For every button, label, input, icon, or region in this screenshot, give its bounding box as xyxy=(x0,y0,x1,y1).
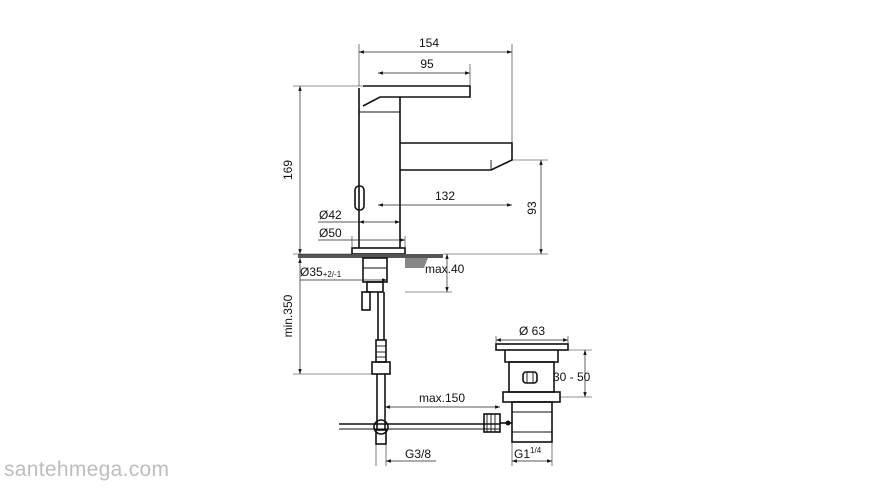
dim-spout-reach: 132 xyxy=(435,189,455,203)
dim-lever-length: 95 xyxy=(420,57,434,71)
waste-valve-drawing xyxy=(483,343,569,443)
dim-connection-thread: G3/8 xyxy=(405,447,431,461)
dim-base-diameter: Ø50 xyxy=(319,226,342,240)
dim-waste-thread: G11/4 xyxy=(514,446,542,461)
dim-total-height: 169 xyxy=(281,160,295,180)
dim-total-width: 154 xyxy=(419,36,439,50)
watermark: santehmega.com xyxy=(4,458,170,481)
dim-hole-diameter: Ø35+2/-1 xyxy=(300,265,342,279)
dim-hose-length: min.350 xyxy=(281,294,295,337)
dimension-lines xyxy=(293,44,592,466)
dimension-labels: 154 95 169 132 93 Ø42 Ø50 Ø35+2/-1 max.4… xyxy=(281,36,591,461)
dim-body-diameter: Ø42 xyxy=(319,208,342,222)
dim-rod-length: max.150 xyxy=(419,391,465,405)
dim-waste-adjust: 30 - 50 xyxy=(553,370,591,384)
dim-deck-thickness: max.40 xyxy=(425,262,465,276)
faucet-drawing xyxy=(298,85,513,445)
dim-waste-diameter: Ø 63 xyxy=(519,324,545,338)
dim-spout-height: 93 xyxy=(525,201,539,215)
